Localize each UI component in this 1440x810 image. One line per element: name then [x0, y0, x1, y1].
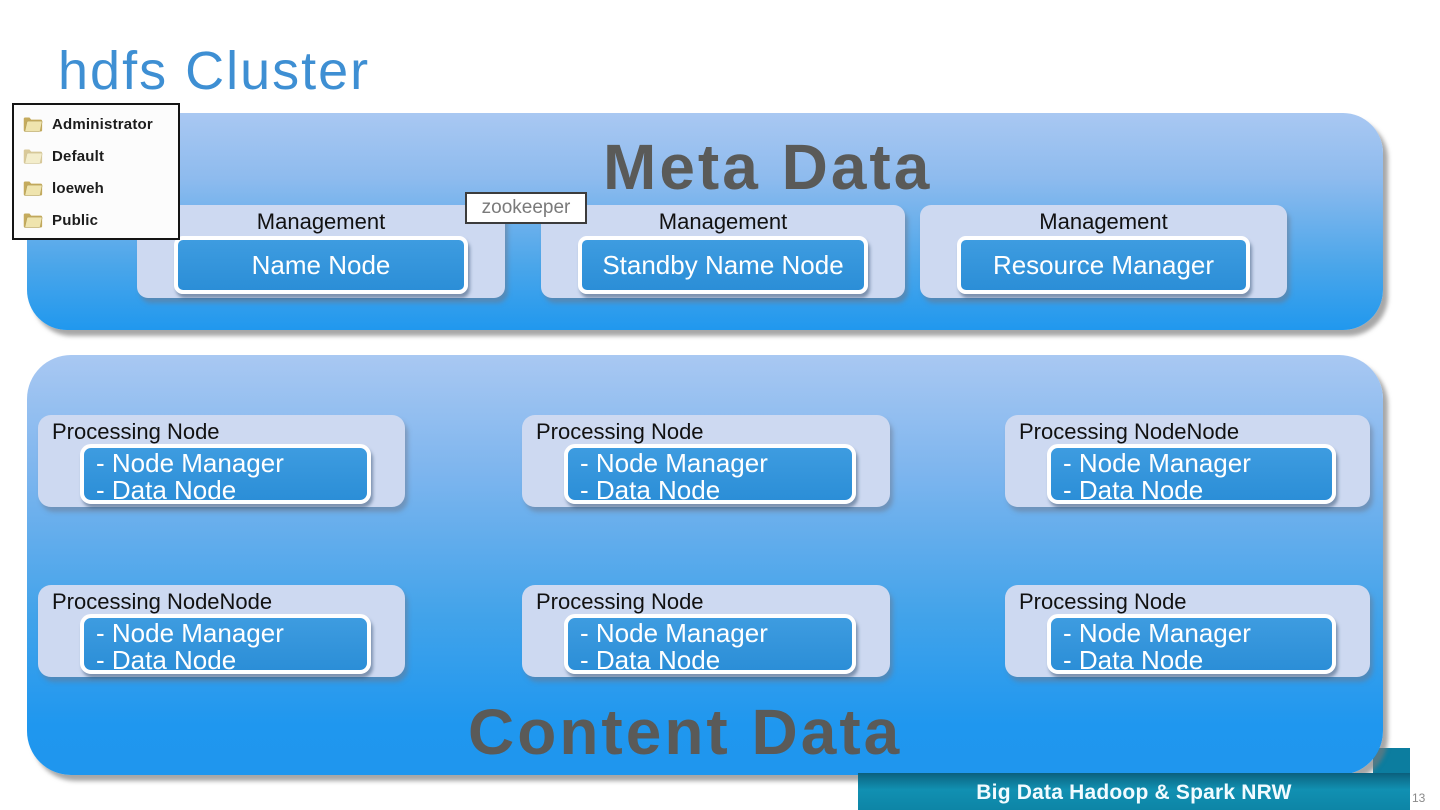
zookeeper-tag: zookeeper: [465, 192, 587, 224]
management-label: Management: [658, 209, 788, 234]
processing-node-label: Processing Node: [536, 419, 704, 444]
folder-item-public[interactable]: Public: [14, 204, 178, 236]
processing-node-label: Processing Node: [52, 419, 220, 444]
management-group-resource-manager: Management Resource Manager: [920, 205, 1287, 298]
folder-item-administrator[interactable]: Administrator: [14, 108, 178, 140]
node-manager-line: - Node Manager: [1063, 618, 1251, 648]
meta-data-heading: Meta Data: [603, 131, 933, 203]
folder-item-default[interactable]: Default: [14, 140, 178, 172]
node-services-box: - Node Manager - Data Node: [564, 614, 856, 674]
standby-name-node-box: Standby Name Node: [578, 236, 868, 294]
management-group-standby-name-node: Management Standby Name Node: [541, 205, 905, 298]
node-services-box: - Node Manager - Data Node: [564, 444, 856, 504]
folder-icon: [23, 149, 43, 164]
node-manager-line: - Node Manager: [96, 448, 284, 478]
data-node-line: - Data Node: [96, 645, 237, 675]
content-data-heading: Content Data: [468, 696, 903, 768]
folder-label: Public: [52, 211, 99, 229]
processing-node-box: Processing Node - Node Manager - Data No…: [522, 415, 890, 507]
processing-node-label: Processing NodeNode: [1019, 419, 1240, 444]
processing-node-box: Processing NodeNode - Node Manager - Dat…: [1005, 415, 1370, 507]
meta-data-panel: Meta Data Management Name Node Managemen…: [27, 113, 1383, 330]
management-group-name-node: Management Name Node: [137, 205, 505, 298]
folder-icon: [23, 213, 43, 228]
processing-node-box: Processing Node - Node Manager - Data No…: [1005, 585, 1370, 677]
processing-node-label: Processing NodeNode: [52, 589, 273, 614]
node-services-box: - Node Manager - Data Node: [1047, 444, 1336, 504]
node-manager-line: - Node Manager: [580, 618, 768, 648]
management-label: Management: [1039, 209, 1168, 234]
name-node-box: Name Node: [174, 236, 468, 294]
folder-icon: [23, 117, 43, 132]
processing-node-box: Processing Node - Node Manager - Data No…: [38, 415, 405, 507]
folder-list-panel: Administrator Default loeweh Public: [12, 103, 180, 240]
folder-item-loeweh[interactable]: loeweh: [14, 172, 178, 204]
data-node-line: - Data Node: [1063, 475, 1204, 505]
node-services-box: - Node Manager - Data Node: [80, 614, 371, 674]
processing-node-label: Processing Node: [1019, 589, 1187, 614]
node-manager-line: - Node Manager: [96, 618, 284, 648]
folder-icon: [23, 181, 43, 196]
folder-label: Administrator: [52, 115, 153, 133]
data-node-line: - Data Node: [580, 645, 721, 675]
page-number: 13: [1412, 791, 1426, 805]
processing-node-box: Processing Node - Node Manager - Data No…: [522, 585, 890, 677]
node-manager-line: - Node Manager: [1063, 448, 1251, 478]
content-data-panel: Processing Node - Node Manager - Data No…: [27, 355, 1383, 775]
folder-label: loeweh: [52, 179, 105, 197]
page-title: hdfs Cluster: [58, 41, 371, 101]
node-services-box: - Node Manager - Data Node: [80, 444, 371, 504]
management-label: Management: [256, 209, 386, 234]
resource-manager-box: Resource Manager: [957, 236, 1250, 294]
data-node-line: - Data Node: [1063, 645, 1204, 675]
node-services-box: - Node Manager - Data Node: [1047, 614, 1336, 674]
data-node-line: - Data Node: [96, 475, 237, 505]
node-manager-line: - Node Manager: [580, 448, 768, 478]
folder-label: Default: [52, 147, 105, 165]
processing-node-box: Processing NodeNode - Node Manager - Dat…: [38, 585, 405, 677]
data-node-line: - Data Node: [580, 475, 721, 505]
footer-banner: Big Data Hadoop & Spark NRW: [858, 773, 1410, 810]
processing-node-label: Processing Node: [536, 589, 704, 614]
